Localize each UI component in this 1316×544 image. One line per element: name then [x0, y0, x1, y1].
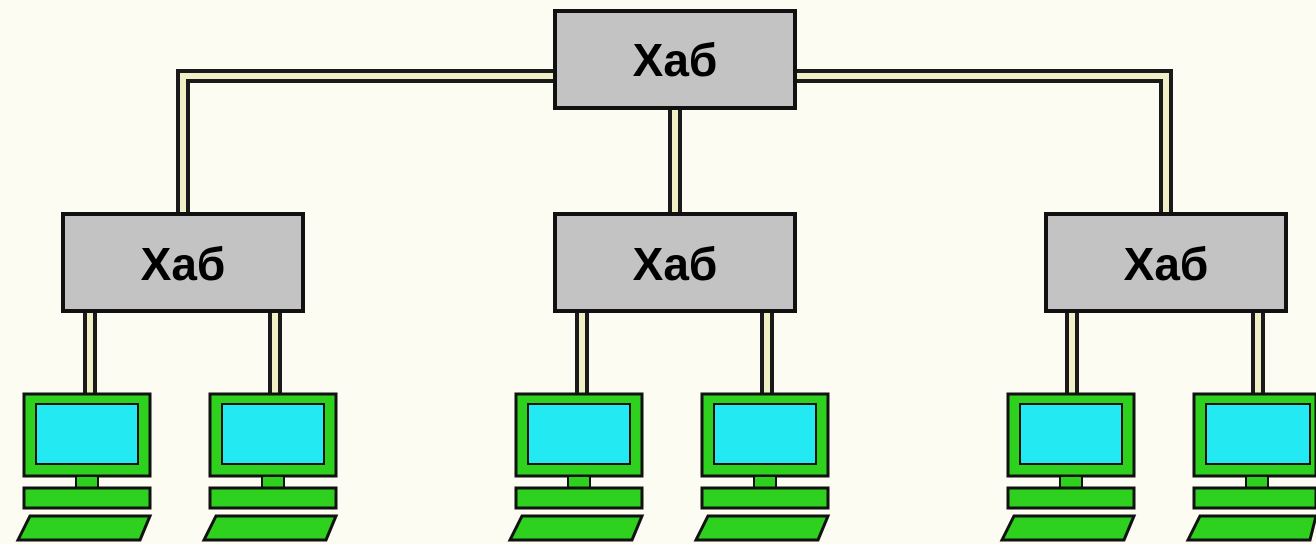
computer-5 [999, 392, 1137, 542]
system-unit [208, 486, 338, 510]
cables [83, 69, 1265, 394]
keyboard-icon [999, 514, 1137, 542]
cable-root-to-left-hub [176, 69, 555, 214]
computer-1 [15, 392, 153, 542]
hub-middle-label: Хаб [633, 238, 718, 290]
hub-right-label: Хаб [1124, 238, 1209, 290]
computer-2 [201, 392, 339, 542]
screen [1205, 403, 1311, 465]
hub-root-label: Хаб [633, 34, 718, 86]
hub-middle: Хаб [553, 212, 797, 313]
keyboard-icon [15, 514, 153, 542]
system-unit [700, 486, 830, 510]
system-unit [1192, 486, 1316, 510]
computer-3 [507, 392, 645, 542]
screen [221, 403, 325, 465]
keyboard-icon [693, 514, 831, 542]
screen [713, 403, 817, 465]
system-unit [1006, 486, 1136, 510]
computer-6 [1185, 392, 1316, 542]
hub-left: Хаб [61, 212, 305, 313]
screen [1019, 403, 1123, 465]
screen [35, 403, 139, 465]
keyboard-icon [1185, 514, 1316, 542]
screen [527, 403, 631, 465]
keyboard-icon [507, 514, 645, 542]
system-unit [514, 486, 644, 510]
hub-left-label: Хаб [141, 238, 226, 290]
computer-4 [693, 392, 831, 542]
system-unit [22, 486, 152, 510]
keyboard-icon [201, 514, 339, 542]
cable-root-to-right-hub [795, 69, 1173, 214]
hub-root: Хаб [553, 9, 797, 110]
hub-right: Хаб [1044, 212, 1288, 313]
